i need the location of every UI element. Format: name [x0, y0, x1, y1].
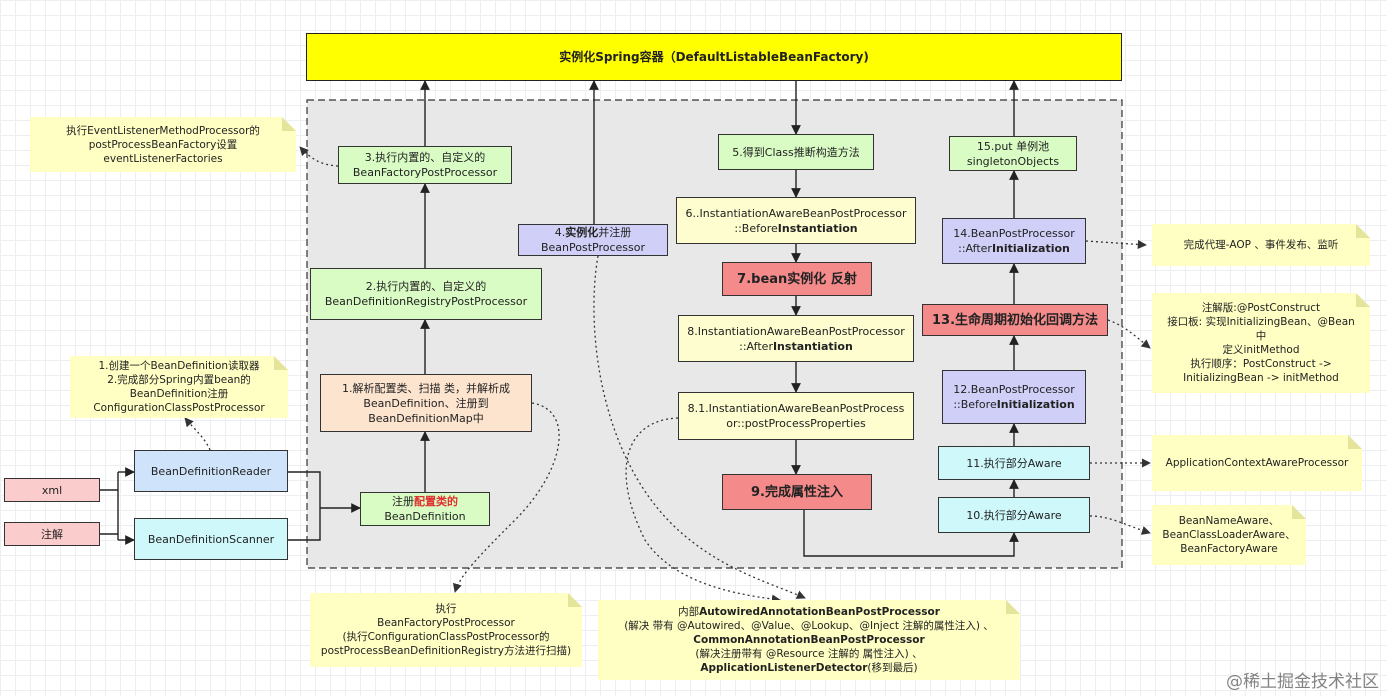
step4-bpp-box: 4.实例化并注册 BeanPostProcessor: [518, 224, 668, 256]
step5-box: 5.得到Class推断构造方法: [718, 134, 874, 170]
step9-text: 9.完成属性注入: [751, 484, 843, 500]
wire-reader-out: [288, 471, 321, 508]
step8-box: 8.InstantiationAwareBeanPostProcessor ::…: [678, 315, 914, 362]
step8-1-text: 8.1.InstantiationAwareBeanPostProcess or…: [687, 402, 905, 430]
app-context-aware-note: ApplicationContextAwareProcessor: [1152, 435, 1362, 491]
wire-9-10: [803, 510, 1019, 557]
step1-parse-box: 1.解析配置类、扫描 类，并解析成 BeanDefinition、注册到 Bea…: [320, 374, 532, 432]
dot-81-internal: [625, 417, 781, 604]
step10-box: 10.执行部分Aware: [938, 497, 1090, 533]
dot-13-init: [1107, 319, 1151, 349]
step11-text: 11.执行部分Aware: [966, 456, 1062, 470]
step14-box: 14.BeanPostProcessor ::AfterInitializati…: [942, 218, 1086, 264]
step12-box: 12.BeanPostProcessor ::BeforeInitializat…: [942, 370, 1086, 424]
step15-box: 15.put 单例池 singletonObjects: [949, 136, 1077, 171]
dot-14-aop: [1085, 239, 1147, 249]
xml-input-box: xml: [4, 478, 100, 502]
internal-processors-note: 内部AutowiredAnnotationBeanPostProcessor (…: [598, 600, 1020, 680]
reader-init-note: 1.创建一个BeanDefinition读取器 2.完成部分Spring内置be…: [70, 356, 288, 418]
aop-note: 完成代理-AOP 、事件发布、监听: [1152, 224, 1370, 266]
annotation-label: 注解: [41, 527, 63, 541]
step5-text: 5.得到Class推断构造方法: [732, 145, 860, 159]
step6-box: 6..InstantiationAwareBeanPostProcessor :…: [676, 197, 916, 244]
annotation-input-box: 注解: [4, 522, 100, 546]
register-config-text: 注册配置类的 BeanDefinition: [384, 495, 466, 523]
step2-registry-pp-box: 2.执行内置的、自定义的 BeanDefinitionRegistryPostP…: [310, 268, 542, 320]
step6-text: 6..InstantiationAwareBeanPostProcessor :…: [685, 206, 907, 235]
reader-label: BeanDefinitionReader: [150, 464, 272, 478]
step2-text: 2.执行内置的、自定义的 BeanDefinitionRegistryPostP…: [324, 280, 528, 308]
step14-text: 14.BeanPostProcessor ::AfterInitializati…: [953, 227, 1075, 255]
step3-text: 3.执行内置的、自定义的 BeanFactoryPostProcessor: [352, 151, 498, 179]
xml-label: xml: [41, 483, 63, 497]
step12-text: 12.BeanPostProcessor ::BeforeInitializat…: [953, 383, 1075, 411]
step8-1-box: 8.1.InstantiationAwareBeanPostProcess or…: [678, 392, 914, 440]
title-text: 实例化Spring容器（DefaultListableBeanFactory): [559, 49, 869, 64]
step7-text: 7.bean实例化 反射: [737, 271, 857, 287]
step1-parse-text: 1.解析配置类、扫描 类，并解析成 BeanDefinition、注册到 Bea…: [342, 381, 510, 425]
step15-text: 15.put 单例池 singletonObjects: [966, 139, 1060, 168]
dot-factory-note: [299, 146, 339, 167]
step9-box: 9.完成属性注入: [722, 474, 872, 510]
register-config-box: 注册配置类的 BeanDefinition: [360, 492, 490, 526]
scanner-label: BeanDefinitionScanner: [147, 532, 275, 546]
scan-note: 执行 BeanFactoryPostProcessor (执行Configura…: [310, 593, 582, 667]
dot-reader-note: [184, 417, 211, 451]
step10-text: 10.执行部分Aware: [966, 508, 1062, 522]
step13-box: 13.生命周期初始化回调方法: [922, 304, 1108, 336]
event-listener-note: 执行EventListenerMethodProcessor的 postProc…: [30, 117, 296, 172]
wire-scanner-out: [288, 508, 321, 541]
step11-box: 11.执行部分Aware: [938, 446, 1090, 480]
title-container-box: 实例化Spring容器（DefaultListableBeanFactory): [306, 33, 1122, 81]
dot-bpp-internal: [593, 255, 806, 599]
step4-text: 4.实例化并注册 BeanPostProcessor: [540, 226, 646, 254]
step3-factory-pp-box: 3.执行内置的、自定义的 BeanFactoryPostProcessor: [338, 146, 512, 184]
aware-note: BeanNameAware、 BeanClassLoaderAware、 Bea…: [1152, 505, 1306, 565]
init-callback-note: 注解版:@PostConstruct 接口板: 实现InitializingBe…: [1152, 293, 1370, 393]
step7-box: 7.bean实例化 反射: [722, 262, 872, 296]
watermark: @稀土掘金技术社区: [1226, 672, 1379, 692]
step8-text: 8.InstantiationAwareBeanPostProcessor ::…: [687, 324, 905, 353]
step13-text: 13.生命周期初始化回调方法: [931, 312, 1099, 328]
dot-10-aware: [1089, 515, 1151, 535]
bean-definition-scanner-box: BeanDefinitionScanner: [134, 518, 288, 560]
bean-definition-reader-box: BeanDefinitionReader: [134, 450, 288, 492]
